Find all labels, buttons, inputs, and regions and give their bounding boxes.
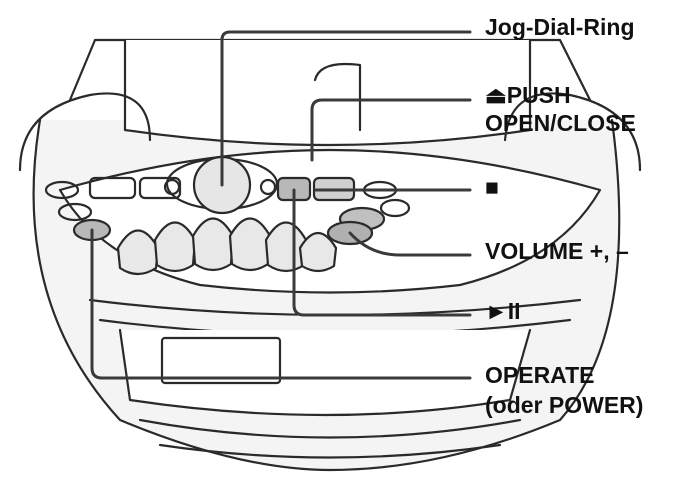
label-play-pause: ►II bbox=[485, 298, 521, 324]
label-volume: VOLUME +, – bbox=[485, 238, 629, 264]
leader-operate bbox=[90, 228, 472, 380]
leader-push bbox=[310, 98, 472, 162]
btn-strip-left bbox=[88, 176, 137, 200]
label-stop: ■ bbox=[485, 174, 499, 200]
lid-clip bbox=[313, 62, 362, 132]
preset-buttons bbox=[116, 217, 338, 276]
cd-lid-front bbox=[123, 38, 532, 147]
leader-volume bbox=[348, 231, 472, 257]
display-window bbox=[160, 336, 282, 385]
label-open-close: OPEN/CLOSE bbox=[485, 110, 636, 136]
label-operate-power: (oder POWER) bbox=[485, 392, 644, 418]
label-push: ⏏PUSH bbox=[485, 82, 571, 108]
leader-jog-dial bbox=[220, 30, 472, 187]
left-arch bbox=[18, 92, 152, 172]
label-operate: OPERATE bbox=[485, 362, 595, 388]
right-arch bbox=[503, 92, 642, 172]
leader-play-pause bbox=[292, 188, 472, 317]
label-jog-dial: Jog-Dial-Ring bbox=[485, 14, 635, 40]
